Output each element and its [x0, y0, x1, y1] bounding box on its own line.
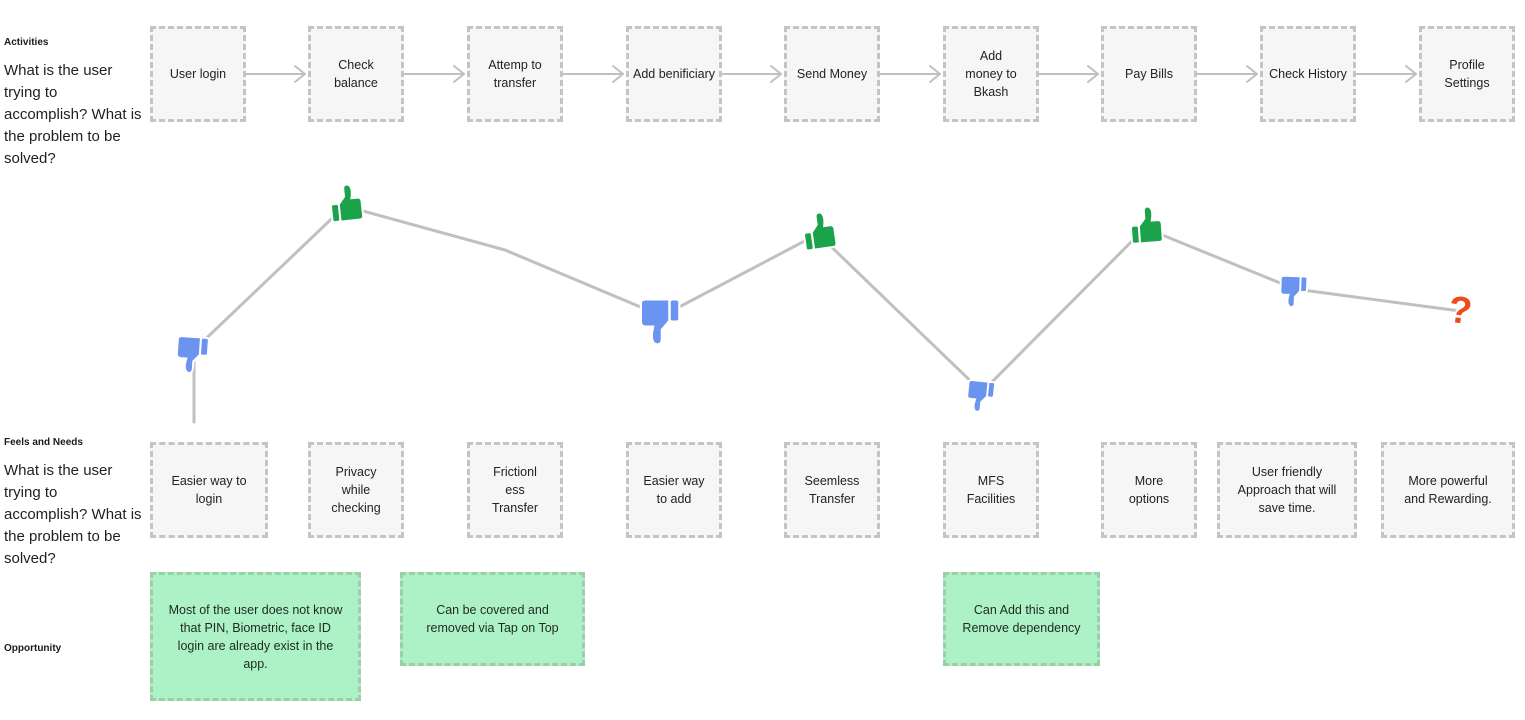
arrow-8: [1355, 65, 1417, 83]
feels-needs-item-6: MFS Facilities: [943, 442, 1039, 538]
opportunity-item-3-label: Can Add this and Remove dependency: [962, 603, 1081, 635]
activity-step-6-label: Add money to Bkash: [965, 49, 1017, 99]
opportunity-item-3: Can Add this and Remove dependency: [943, 572, 1100, 666]
feels-needs-item-4-label: Easier way to add: [643, 474, 705, 506]
feels-needs-description: What is the user trying to accomplish? W…: [4, 462, 142, 567]
activity-step-9-label: Profile Settings: [1444, 58, 1490, 90]
activity-step-5: Send Money: [784, 26, 880, 122]
activity-step-6: Add money to Bkash: [943, 26, 1039, 122]
thumbs-up-icon: [800, 209, 838, 252]
feels-needs-item-6-label: MFS Facilities: [966, 474, 1016, 506]
activities-title: Activities: [4, 37, 49, 48]
activity-step-3-label: Attemp to transfer: [488, 58, 542, 90]
activity-step-1-label: User login: [169, 67, 227, 81]
activity-step-9: Profile Settings: [1419, 26, 1515, 122]
opportunity-title: Opportunity: [4, 643, 62, 654]
feels-needs-item-1: Easier way to login: [150, 442, 268, 538]
thumbs-down-icon: [174, 334, 210, 376]
feels-needs-item-4: Easier way to add: [626, 442, 722, 538]
thumbs-up-icon: [327, 182, 365, 224]
feels-needs-item-2: Privacy while checking: [308, 442, 404, 538]
arrow-6: [1037, 65, 1099, 83]
feels-needs-item-8-label: User friendly Approach that will save ti…: [1237, 465, 1337, 515]
arrow-4: [720, 65, 782, 83]
feels-needs-title: Feels and Needs: [4, 437, 83, 448]
opportunity-item-2-label: Can be covered and removed via Tap on To…: [426, 603, 559, 635]
activity-step-2: Check balance: [308, 26, 404, 122]
feels-needs-item-8: User friendly Approach that will save ti…: [1217, 442, 1357, 538]
activity-step-3: Attemp to transfer: [467, 26, 563, 122]
feels-needs-item-3: Frictionl ess Transfer: [467, 442, 563, 538]
feels-needs-item-7-label: More options: [1128, 474, 1170, 506]
feels-needs-item-9: More powerful and Rewarding.: [1381, 442, 1515, 538]
thumbs-down-icon: [964, 378, 997, 415]
question-mark-icon: ?: [1444, 287, 1477, 336]
feels-needs-item-3-label: Frictionl ess Transfer: [491, 465, 539, 515]
feels-needs-item-9-label: More powerful and Rewarding.: [1404, 474, 1492, 506]
arrow-1: [244, 65, 306, 83]
feels-needs-item-5-label: Seemless Transfer: [804, 474, 860, 506]
activity-step-8: Check History: [1260, 26, 1356, 122]
arrow-7: [1196, 65, 1258, 83]
opportunity-item-2: Can be covered and removed via Tap on To…: [400, 572, 585, 666]
thumbs-down-icon: [1278, 274, 1309, 309]
thumbs-down-icon: [642, 301, 678, 344]
activity-step-5-label: Send Money: [796, 67, 868, 81]
feels-needs-item-5: Seemless Transfer: [784, 442, 880, 538]
activities-description: What is the user trying to accomplish? W…: [4, 62, 142, 167]
activity-step-4: Add benificiary: [626, 26, 722, 122]
opportunity-item-1-label: Most of the user does not know that PIN,…: [168, 602, 343, 671]
activity-step-1: User login: [150, 26, 246, 122]
arrow-5: [879, 65, 941, 83]
feels-needs-item-2-label: Privacy while checking: [331, 465, 381, 515]
arrow-3: [562, 65, 624, 83]
arrow-2: [403, 65, 465, 83]
svg-text:?: ?: [1446, 289, 1475, 334]
thumbs-up-icon: [1128, 204, 1164, 245]
activity-step-7-label: Pay Bills: [1125, 67, 1173, 81]
activity-step-7: Pay Bills: [1101, 26, 1197, 122]
activity-step-4-label: Add benificiary: [633, 67, 715, 81]
opportunity-item-1: Most of the user does not know that PIN,…: [150, 572, 361, 701]
activity-step-8-label: Check History: [1269, 67, 1347, 81]
feels-needs-item-1-label: Easier way to login: [171, 474, 247, 506]
activity-step-2-label: Check balance: [334, 58, 378, 90]
feels-needs-item-7: More options: [1101, 442, 1197, 538]
